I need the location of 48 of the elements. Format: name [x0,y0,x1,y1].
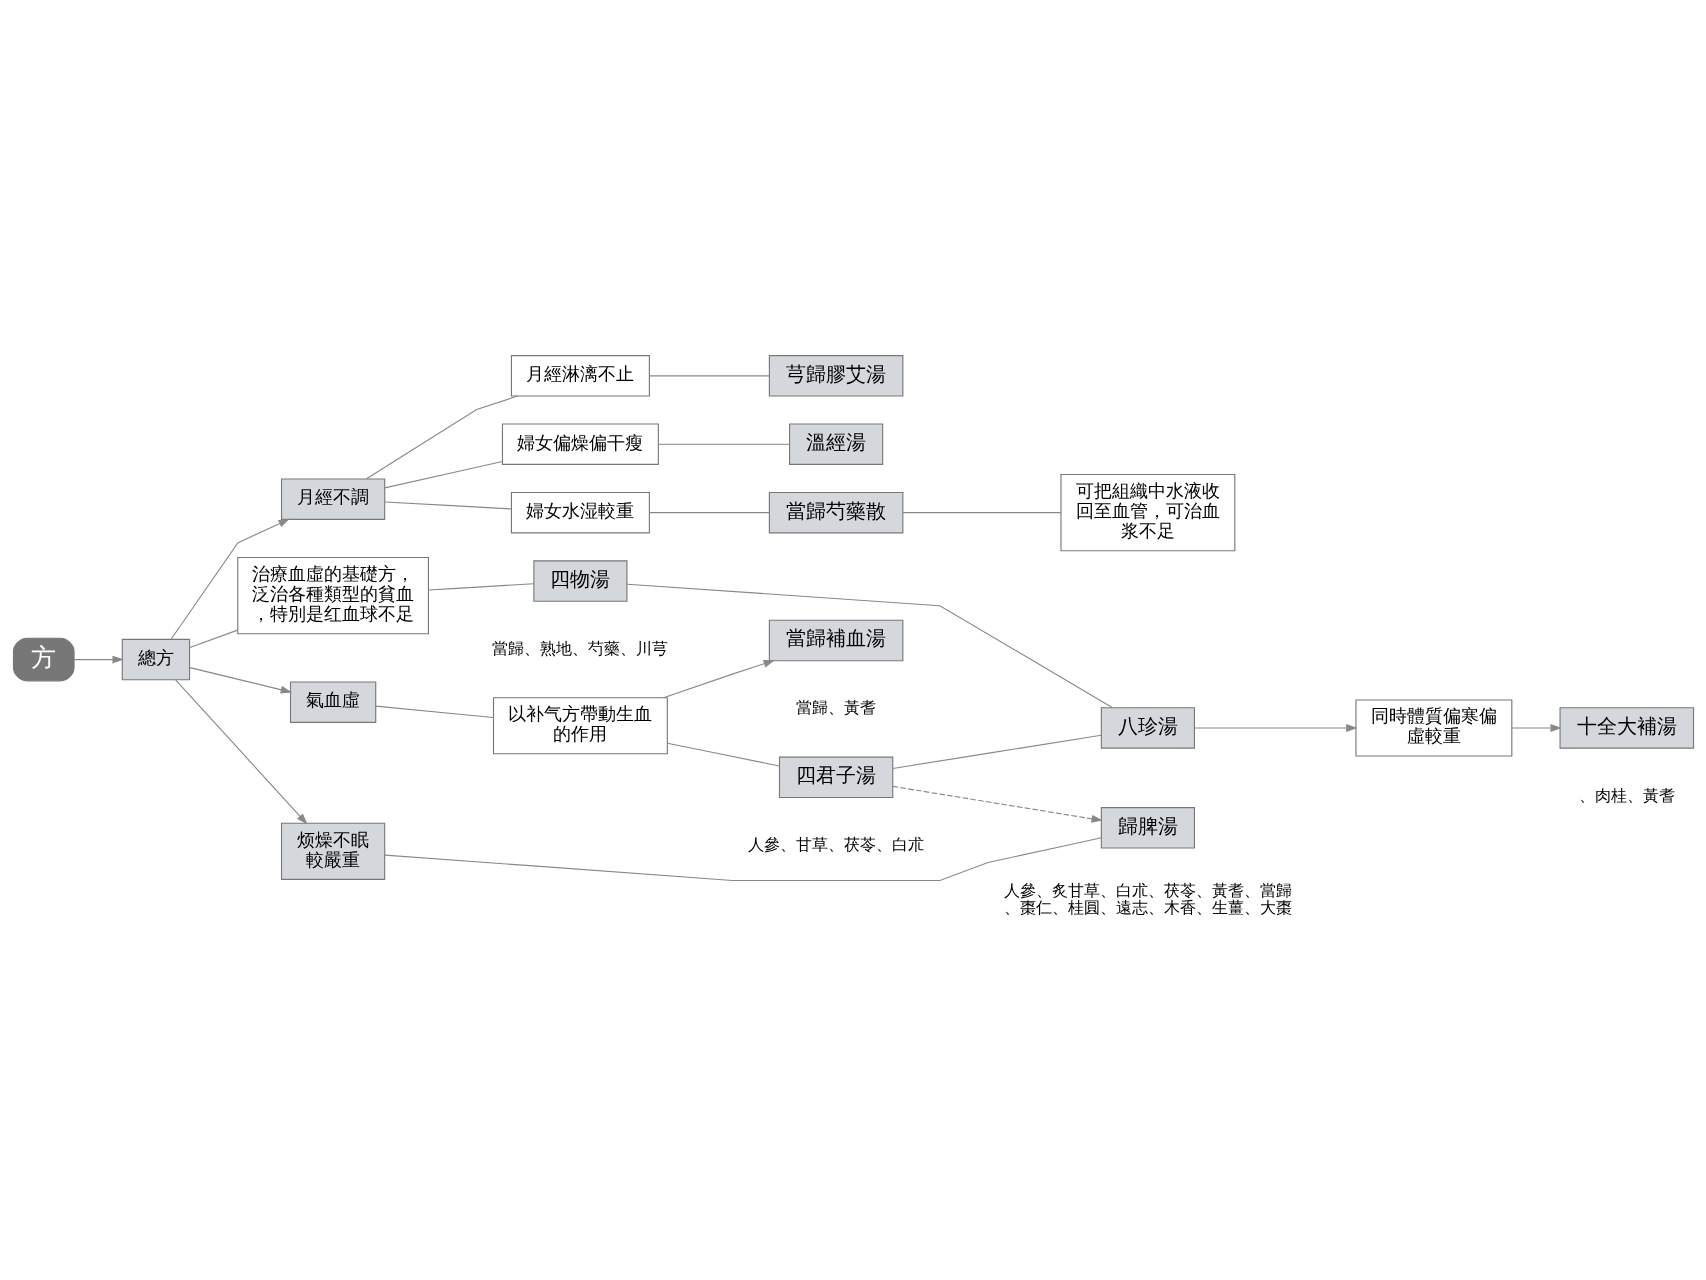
connector [384,836,1102,881]
node-label: 、肉桂、黃耆 [1578,785,1675,805]
node-box: 月經淋漓不止 [510,354,650,397]
node-box: 以补气方帶動生血的作用 [492,696,668,754]
arrow [1510,723,1562,732]
node-box: 四物湯 [532,559,627,602]
connector [374,705,494,718]
node-box: 四君子湯 [778,756,893,798]
connector [365,395,518,479]
node-label: 當歸、黃耆 [795,697,876,717]
arrow [188,666,292,694]
node-box: 烦燥不眠較嚴重 [280,822,385,880]
connector [383,500,512,509]
connector [666,742,780,766]
arrow [174,679,307,824]
node-box: 十全大補湯 [1559,706,1694,749]
node-box: 婦女偏燥偏干瘦 [501,423,659,465]
connector [648,374,770,376]
connector [901,511,1061,513]
node-box: 治療血虛的基礎方，泛治各種類型的貧血，特別是红血球不足 [236,556,429,634]
arrow [662,659,775,698]
node-box: 溫經湯 [788,423,883,465]
node-box: 當歸芍藥散 [768,491,903,533]
node-label: 當歸、熟地、芍藥、川芎 [491,638,668,658]
arrow [73,655,124,663]
arrow [1193,723,1357,732]
connector [427,582,534,591]
arrow [891,785,1103,823]
node-label: 人參、炙甘草、白朮、茯苓、黃耆、當歸、棗仁、桂圓、遠志、木香、生薑、大棗 [1003,880,1292,917]
node-box: 氣血虛 [289,680,376,723]
node-box: 芎歸膠艾湯 [768,354,903,397]
node-box: 婦女水湿較重 [510,491,650,533]
node-box: 同時體質偏寒偏虛較重 [1354,698,1512,757]
node-box: 總方 [121,638,190,680]
connector [891,734,1102,769]
arrow [170,518,290,640]
connector [383,460,503,488]
node-box: 八珍湯 [1100,706,1195,749]
connector [188,629,238,648]
node-label: 人參、甘草、茯苓、白朮 [747,834,924,854]
node-box: 可把組織中水液收回至血管，可治血浆不足 [1059,473,1235,551]
node-box: 方 [12,637,75,681]
connector [626,583,1113,708]
connector [648,511,770,513]
node-box: 歸脾湯 [1100,806,1195,849]
node-box: 當歸補血湯 [768,619,903,661]
node-box: 月經不調 [280,477,385,520]
connector [657,443,790,445]
